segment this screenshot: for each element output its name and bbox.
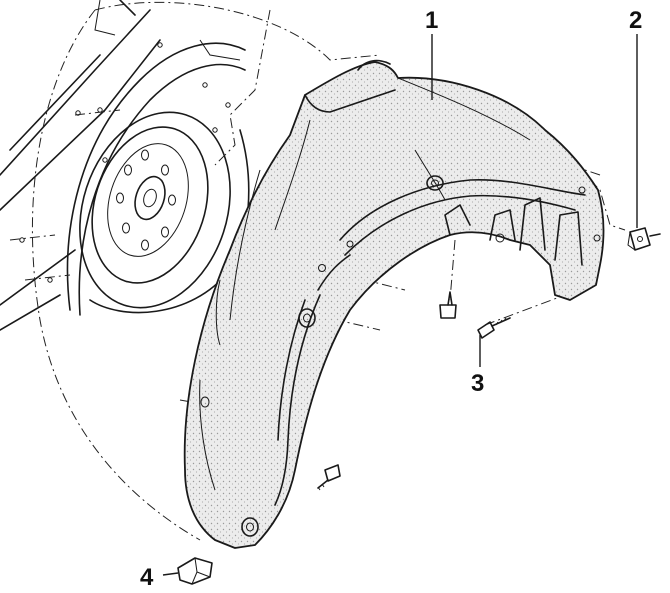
car-body xyxy=(0,0,246,331)
screw xyxy=(477,317,511,339)
callout-4: 4 xyxy=(140,564,154,591)
wheel-arch-liner xyxy=(183,59,605,549)
clip-nut xyxy=(627,227,661,251)
plastic-rivet xyxy=(177,557,213,585)
screw-lower xyxy=(439,291,457,319)
wheel xyxy=(79,111,250,314)
screw-bottom xyxy=(317,464,341,491)
callout-3: 3 xyxy=(471,370,484,397)
leader-lines xyxy=(162,34,638,576)
callout-1: 1 xyxy=(425,7,438,34)
callout-2: 2 xyxy=(629,7,642,34)
